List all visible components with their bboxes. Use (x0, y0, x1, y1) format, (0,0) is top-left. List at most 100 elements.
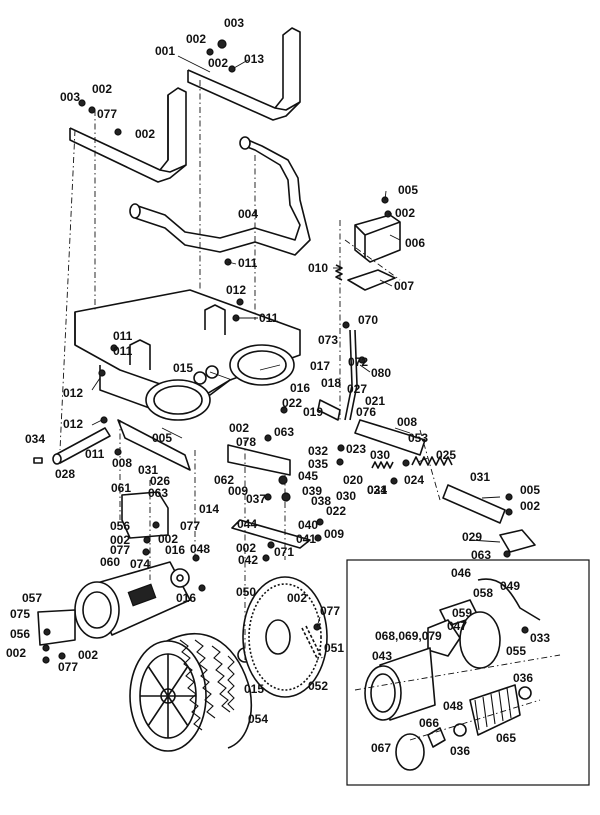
label-035: 035 (308, 457, 328, 471)
label-045: 062 (214, 473, 234, 487)
label-066: 066 (419, 716, 439, 730)
label-002: 002 (110, 533, 130, 547)
label-072: 072 (348, 355, 368, 369)
pulley-074 (170, 568, 190, 588)
label-007: 007 (394, 279, 414, 293)
label-024: 024 (404, 473, 424, 487)
label-065: 065 (496, 731, 516, 745)
label-077: 077 (320, 604, 340, 618)
label-005: 005 (398, 183, 418, 197)
label-055: 055 (506, 644, 526, 658)
label-077: 077 (180, 519, 200, 533)
label-053: 022 (282, 396, 302, 410)
label-028: 063 (274, 425, 294, 439)
label-003: 003 (224, 16, 244, 30)
label-006: 006 (405, 236, 425, 250)
label-015: 015 (173, 361, 193, 375)
label-030: 030 (336, 489, 356, 503)
label-076: 076 (356, 405, 376, 419)
label-011: 011 (113, 344, 133, 358)
label-026: 031 (138, 463, 158, 477)
label-036: 036 (450, 744, 470, 758)
label-060: 060 (100, 555, 120, 569)
label-030: 030 (370, 448, 390, 462)
label-017: 017 (310, 359, 330, 373)
label-008: 053 (408, 431, 428, 445)
label-049: 049 (500, 579, 520, 593)
label-031: 031 (367, 483, 387, 497)
label-080: 080 (371, 366, 391, 380)
label-048: 048 (190, 542, 210, 556)
bracket-057 (37, 609, 76, 646)
label-028: 063 (471, 548, 491, 562)
chain-051 (301, 625, 323, 661)
label-011: 011 (85, 447, 105, 461)
label-014: 014 (199, 502, 219, 516)
label-009: 045 (298, 469, 318, 483)
main-housing (74, 289, 301, 421)
label-039: 009 (228, 484, 248, 498)
bracket-034 (227, 444, 291, 476)
arm-026-left (117, 419, 191, 471)
label-037: 039 (302, 484, 322, 498)
spring-010 (335, 264, 343, 281)
label-012: 012 (226, 283, 246, 297)
label-074: 074 (130, 557, 150, 571)
label-026: 031 (470, 470, 490, 484)
arm-026-right (442, 484, 506, 524)
handle-bracket-right (187, 27, 301, 121)
label-002: 002 (92, 82, 112, 96)
handle-bracket-left (69, 87, 187, 183)
label-062: 026 (150, 474, 170, 488)
label-034: 078 (236, 435, 256, 449)
gear-050 (242, 576, 328, 698)
label-012: 012 (63, 417, 83, 431)
label-011: 011 (259, 311, 279, 325)
label-042: 042 (238, 553, 258, 567)
label-015: 015 (244, 682, 264, 696)
spring-030 (371, 461, 394, 469)
lever-070 (344, 329, 358, 421)
bracket-044 (231, 519, 311, 549)
label-059: 059 (452, 606, 472, 620)
arm-008 (354, 419, 426, 456)
motor-detail-inset (346, 559, 590, 786)
label-002: 002 (520, 499, 540, 513)
label-052: 052 (308, 679, 328, 693)
pedal-029 (499, 529, 536, 553)
handle-tube (129, 136, 311, 256)
label-050: 050 (236, 585, 256, 599)
label-033: 033 (530, 631, 550, 645)
label-054: 054 (248, 712, 268, 726)
label-002: 002 (135, 127, 155, 141)
label-031: 024 (367, 483, 387, 497)
label-011: 011 (238, 256, 258, 270)
label-057: 057 (22, 591, 42, 605)
label-061: 061 (111, 481, 131, 495)
label-038: 037 (246, 492, 266, 506)
label-029: 029 (462, 530, 482, 544)
link-018 (317, 399, 341, 421)
label-043: 043 (372, 649, 392, 663)
label-028: 063 (148, 486, 168, 500)
label-063: 028 (55, 467, 75, 481)
label-056: 056 (10, 627, 30, 641)
label-075: 075 (10, 607, 30, 621)
label-058: 058 (473, 586, 493, 600)
label-022: 008 (112, 456, 132, 470)
label-025: 025 (436, 448, 456, 462)
label-002: 002 (395, 206, 415, 220)
bracket-006 (354, 214, 401, 263)
spring-025 (411, 456, 453, 466)
label-018: 018 (321, 376, 341, 390)
label-019: 019 (303, 405, 323, 419)
label-010: 010 (308, 261, 328, 275)
label-039: 009 (324, 527, 344, 541)
label-073: 073 (318, 333, 338, 347)
label-040: 040 (298, 518, 318, 532)
axle-063 (52, 427, 111, 465)
label-046: 046 (451, 566, 471, 580)
leader-lines (91, 55, 501, 628)
label-002: 002 (229, 421, 249, 435)
